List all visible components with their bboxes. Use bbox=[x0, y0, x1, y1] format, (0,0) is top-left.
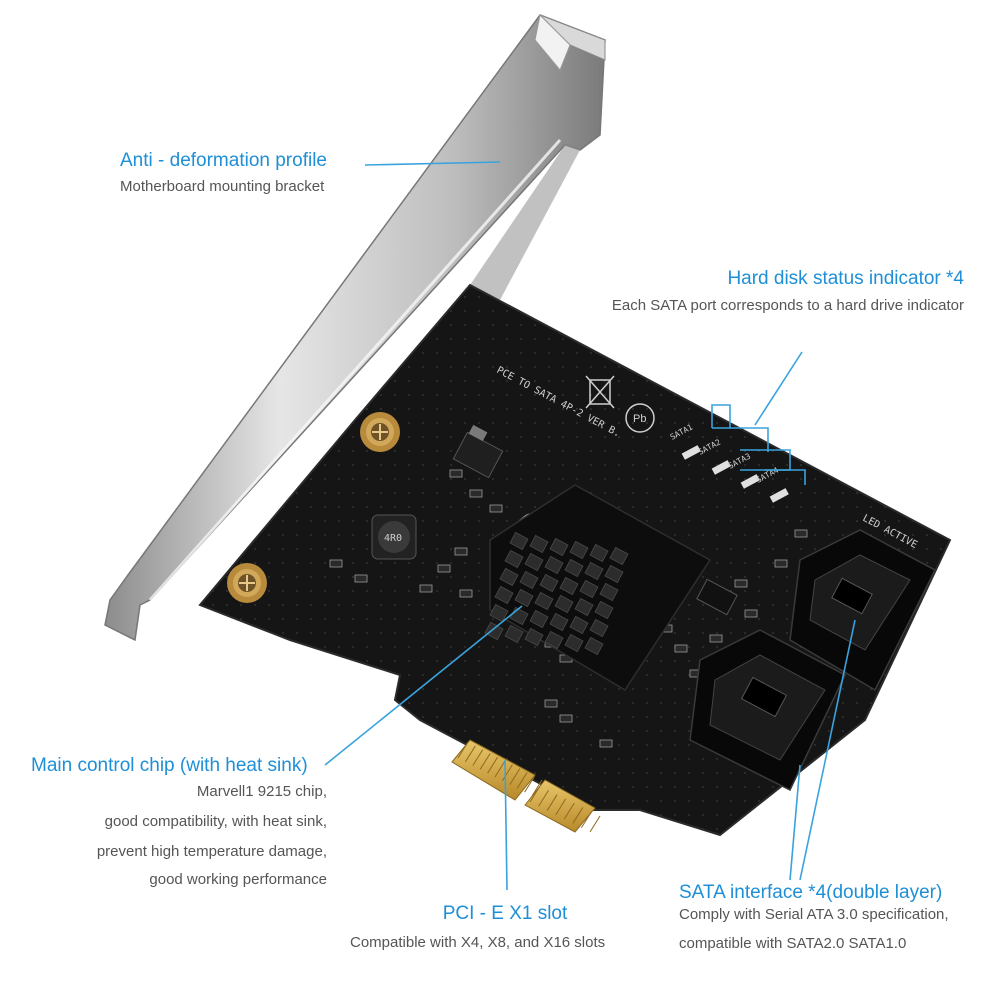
chip-callout-line-2: good compatibility, with heat sink, bbox=[104, 813, 327, 830]
chip-callout-line-1: Marvell1 9215 chip, bbox=[196, 783, 327, 800]
heat-sink-fin bbox=[524, 552, 544, 572]
chip-callout-line-3: prevent high temperature damage, bbox=[96, 843, 327, 860]
gold-finger-contact bbox=[555, 798, 567, 816]
heat-sink-fin bbox=[599, 582, 619, 602]
heat-sink bbox=[484, 484, 712, 692]
heat-sink-fin bbox=[554, 594, 574, 614]
weee-icon bbox=[585, 375, 615, 409]
gold-finger-contact bbox=[546, 794, 558, 811]
heat-sink-fin bbox=[549, 537, 569, 557]
heat-sink-fin bbox=[544, 630, 564, 650]
indicator-callout-title: Hard disk status indicator *4 bbox=[727, 268, 964, 289]
sata-callout-title: SATA interface *4(double layer) bbox=[679, 882, 943, 903]
callout-lines bbox=[324, 161, 856, 891]
gold-finger-contact bbox=[572, 807, 584, 824]
gold-finger-contact bbox=[457, 741, 469, 759]
heat-sink-fin bbox=[589, 618, 609, 638]
screw-top bbox=[360, 412, 400, 452]
heat-sink-fin bbox=[549, 612, 569, 632]
gold-finger-contact bbox=[494, 760, 506, 778]
heat-sink-fin bbox=[489, 603, 509, 623]
heat-sink-fin bbox=[564, 558, 584, 578]
heat-sink-fin bbox=[609, 546, 629, 566]
heat-sink-fin bbox=[589, 543, 609, 563]
heat-sink-fin bbox=[604, 564, 624, 584]
gold-finger-contact bbox=[472, 749, 484, 766]
gold-finger-contact bbox=[529, 785, 541, 803]
gold-finger-contact bbox=[538, 790, 549, 807]
heat-sink-fin bbox=[544, 555, 564, 575]
heat-sink-fin bbox=[584, 636, 604, 656]
screw-bottom bbox=[227, 563, 267, 603]
chip-callout-line-4: good working performance bbox=[149, 871, 327, 888]
heat-sink-fin bbox=[529, 609, 549, 629]
pcie-gold-fingers bbox=[451, 739, 601, 833]
gold-finger-contact bbox=[563, 802, 575, 820]
gold-finger-contact bbox=[589, 815, 601, 833]
sata-connector-lower bbox=[689, 629, 846, 792]
heat-sink-fin bbox=[519, 570, 539, 590]
sata-connector-upper bbox=[789, 529, 936, 692]
svg-text:Pb: Pb bbox=[633, 413, 646, 425]
pb-free-icon: Pb bbox=[625, 403, 655, 433]
heat-sink-fin bbox=[539, 573, 559, 593]
heat-sink-fin bbox=[504, 624, 524, 644]
heat-sink-fin bbox=[524, 627, 544, 647]
heat-sink-fin bbox=[509, 531, 529, 551]
heat-sink-fin bbox=[574, 597, 594, 617]
heat-sink-fin bbox=[514, 588, 534, 608]
heat-sink-fin bbox=[584, 561, 604, 581]
inductor-mark: 4R0 bbox=[384, 533, 402, 544]
sata-callout-line-2: compatible with SATA2.0 SATA1.0 bbox=[679, 935, 907, 952]
heat-sink-fin bbox=[564, 633, 584, 653]
bracket-callout-desc: Motherboard mounting bracket bbox=[120, 178, 325, 195]
pcb-board: PCE TO SATA 4P-2 VER B. Pb 4R0 bbox=[198, 283, 952, 837]
gold-finger-contact bbox=[487, 756, 499, 774]
sata-callout-line-1: Comply with Serial ATA 3.0 specification… bbox=[679, 906, 949, 923]
slot-callout-title: PCI - E X1 slot bbox=[442, 903, 568, 924]
heat-sink-fin bbox=[534, 591, 554, 611]
gold-finger-contact bbox=[581, 811, 592, 828]
voltage-regulator bbox=[452, 424, 504, 479]
heat-sink-fin bbox=[529, 534, 549, 554]
heat-sink-fin bbox=[494, 585, 514, 605]
slot-callout-desc: Compatible with X4, X8, and X16 slots bbox=[350, 934, 606, 951]
bracket-callout-title: Anti - deformation profile bbox=[120, 150, 327, 171]
heat-sink-fin bbox=[559, 576, 579, 596]
gold-finger-contact bbox=[531, 779, 543, 797]
gold-finger-contact bbox=[479, 753, 491, 770]
heat-sink-fin bbox=[569, 615, 589, 635]
gold-finger-contact bbox=[524, 775, 536, 793]
chip-callout-title: Main control chip (with heat sink) bbox=[31, 755, 308, 776]
gold-finger-contact bbox=[464, 745, 476, 763]
heat-sink-fin bbox=[579, 579, 599, 599]
eeprom-chip bbox=[696, 578, 738, 616]
heat-sink-fin bbox=[499, 567, 519, 587]
gold-finger-contact bbox=[501, 764, 513, 782]
inductor: 4R0 bbox=[371, 514, 417, 560]
heat-sink-fin bbox=[594, 600, 614, 620]
heat-sink-fin bbox=[569, 540, 589, 560]
gold-finger-contact bbox=[516, 772, 528, 789]
mounting-bracket bbox=[104, 13, 606, 642]
gold-finger-contact bbox=[509, 768, 521, 785]
heat-sink-fin bbox=[504, 549, 524, 569]
indicator-callout-desc: Each SATA port corresponds to a hard dri… bbox=[611, 297, 964, 314]
